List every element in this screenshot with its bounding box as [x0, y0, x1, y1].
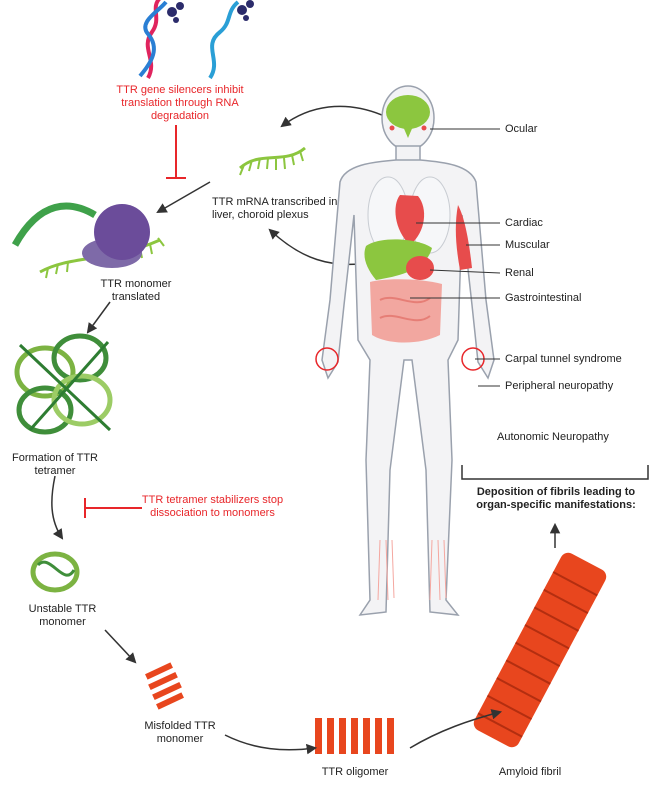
- fibril-label: Amyloid fibril: [498, 766, 562, 778]
- ocular-label: Ocular: [505, 123, 538, 135]
- manifestations-bracket: [461, 465, 649, 480]
- oligomer-label: TTR oligomer: [321, 766, 389, 778]
- silencer-label: TTR gene silencers inhibit translation t…: [116, 84, 244, 122]
- rna-strand-icon: [208, 0, 254, 80]
- unstable-monomer-icon: [30, 551, 80, 593]
- arrow-to-brain-ttr: [280, 105, 383, 128]
- misfolded-monomer-label: Misfolded TTR monomer: [144, 720, 216, 745]
- arrow-tetramer-to-unstable: [51, 475, 64, 540]
- muscle-organ: [455, 205, 472, 270]
- monomer-translated-label: TTR monomer translated: [100, 278, 172, 303]
- gastrointestinal-label: Gastrointestinal: [505, 292, 582, 304]
- dna-strand-icon: [138, 0, 184, 79]
- renal-label: Renal: [505, 267, 534, 279]
- brain-organ: [386, 95, 430, 138]
- lungs-organ: [367, 176, 451, 254]
- deposition-label: Deposition of fibrils leading to organ-s…: [476, 486, 636, 511]
- mrna-label: TTR mRNA transcribed in liver, choroid p…: [212, 196, 338, 221]
- arrow-monomer-to-tetramer: [86, 301, 111, 334]
- misfolded-monomer-icon: [145, 662, 184, 710]
- liver-organ: [364, 239, 432, 280]
- arrow-unstable-to-misfolded: [104, 629, 137, 664]
- mrna-icon: [238, 146, 306, 176]
- arrow-misfolded-to-oligomer: [224, 734, 318, 755]
- amyloid-fibril-icon: [473, 552, 607, 748]
- intestine-organ: [370, 279, 442, 343]
- peripheral-neuropathy-label: Peripheral neuropathy: [505, 380, 614, 392]
- arrow-oligomer-to-fibril: [409, 709, 503, 749]
- ribosome-icon: [11, 202, 165, 279]
- leg-nerves: [377, 539, 447, 601]
- heart-organ: [395, 195, 425, 245]
- tetramer-structure-icon: [14, 333, 113, 435]
- unstable-monomer-label: Unstable TTR monomer: [28, 603, 97, 628]
- muscular-label: Muscular: [505, 239, 550, 251]
- oligomer-icon: [315, 718, 394, 754]
- carpal-tunnel-label: Carpal tunnel syndrome: [505, 353, 622, 365]
- stabilizer-label: TTR tetramer stabilizers stop dissociati…: [141, 494, 284, 519]
- left-wrist-marker: [315, 347, 339, 371]
- leader-lines: [410, 128, 501, 387]
- stomach-organ: [406, 256, 434, 280]
- autonomic-neuropathy-label: Autonomic Neuropathy: [497, 431, 609, 443]
- arrow-mrna-to-ribosome: [156, 181, 211, 214]
- cardiac-label: Cardiac: [505, 217, 543, 229]
- tetramer-label: Formation of TTR tetramer: [12, 452, 98, 477]
- human-body-figure: [321, 85, 495, 616]
